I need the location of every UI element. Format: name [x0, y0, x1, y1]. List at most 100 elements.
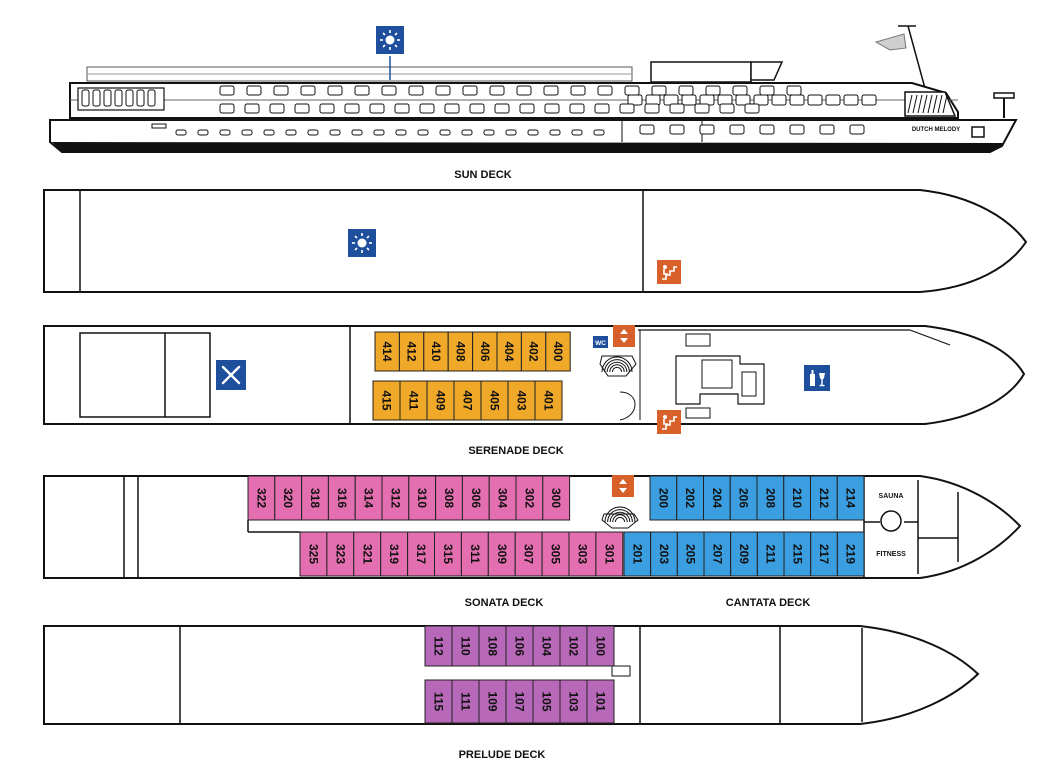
cabin-number: 100 [594, 636, 608, 656]
cabin: 404 [496, 331, 522, 372]
prelude-deck-label: PRELUDE DECK [459, 749, 546, 761]
cabin-number: 408 [453, 341, 467, 361]
cabin: 309 [487, 531, 516, 577]
cabin-number: 104 [540, 636, 554, 656]
cabin-number: 107 [513, 691, 527, 711]
cabin-box [478, 679, 507, 724]
cabin-number: 315 [441, 544, 455, 564]
cabin-number: 303 [575, 544, 589, 564]
cabin-box [559, 625, 588, 667]
cabin: 401 [534, 380, 563, 421]
cabin: 300 [542, 475, 571, 521]
cabin-number: 309 [495, 544, 509, 564]
cabin-box [354, 475, 383, 521]
cabin-number: 414 [380, 341, 394, 361]
cabin: 102 [559, 625, 588, 667]
cabin: 405 [480, 380, 509, 421]
cabin: 400 [545, 331, 571, 372]
cabin-box [729, 475, 758, 521]
cabin-number: 208 [763, 488, 777, 508]
cabin: 105 [532, 679, 561, 724]
cabin-number: 411 [407, 391, 421, 411]
cabin: 210 [783, 475, 811, 521]
cabin-box [514, 531, 543, 577]
cabin: 202 [676, 475, 704, 521]
cabin-number: 412 [405, 341, 419, 361]
cabin-number: 102 [567, 636, 581, 656]
cabin-box [515, 475, 544, 521]
cabin-number: 108 [486, 636, 500, 656]
cabin-box [423, 331, 449, 372]
restaurant-icon [216, 360, 246, 390]
cabin: 325 [299, 531, 328, 577]
cabin: 304 [488, 475, 517, 521]
cabin: 315 [434, 531, 462, 577]
cabin-box [595, 531, 624, 577]
cabin: 110 [451, 625, 480, 667]
cabin-box [380, 531, 409, 577]
cabin-number: 302 [522, 488, 536, 508]
bar-icon [804, 365, 830, 391]
sun-icon [376, 26, 404, 54]
cabin: 323 [326, 531, 355, 577]
cabin-box [434, 531, 462, 577]
cabin: 217 [810, 531, 838, 577]
cabin-number: 321 [360, 544, 374, 564]
cabin-number: 109 [486, 691, 500, 711]
cabin-box [301, 475, 329, 521]
cabin-box [447, 331, 474, 372]
cabin: 319 [380, 531, 409, 577]
cabin-number: 400 [551, 341, 565, 361]
cabin-number: 304 [496, 488, 510, 508]
cabin-number: 215 [790, 544, 804, 564]
cabin: 112 [424, 625, 453, 667]
cabin-box [703, 475, 731, 521]
cabin: 100 [586, 625, 615, 667]
cabin: 316 [327, 475, 356, 521]
fitness-label: FITNESS [876, 551, 906, 558]
cabin: 320 [274, 475, 303, 521]
cabin-box [326, 531, 355, 577]
wc-icon: WC [593, 336, 608, 348]
sun-deck-label: SUN DECK [454, 169, 512, 181]
cabin: 107 [505, 679, 534, 724]
cabin: 108 [478, 625, 507, 667]
cabin: 103 [559, 679, 588, 724]
cabin: 306 [461, 475, 490, 521]
cabin-box [810, 475, 838, 521]
cabin-number: 204 [710, 488, 724, 508]
cabin: 215 [783, 531, 812, 577]
cabin-box [545, 331, 571, 372]
cabin: 203 [650, 531, 678, 577]
cabin-box [327, 475, 356, 521]
cabin-number: 305 [549, 544, 563, 564]
sun-deck-plan [43, 189, 1028, 293]
cabin-number: 410 [429, 341, 443, 361]
stair-lift-icon [657, 260, 681, 284]
cabin-box [756, 531, 785, 577]
cabin-number: 407 [461, 390, 475, 410]
cabin-number: 314 [362, 488, 376, 508]
cabin: 318 [301, 475, 329, 521]
cabin-box [460, 531, 489, 577]
cabin: 406 [472, 331, 498, 372]
cabin: 101 [586, 679, 615, 724]
cabin-number: 307 [522, 544, 536, 564]
cabin-number: 217 [817, 544, 831, 564]
cabin: 415 [372, 380, 401, 421]
serenade-deck-label: SERENADE DECK [468, 445, 563, 457]
cabin-number: 323 [333, 544, 347, 564]
cabin-number: 325 [306, 544, 320, 564]
cabin-number: 310 [415, 488, 429, 508]
cabin-box [487, 531, 516, 577]
cabin-number: 219 [844, 544, 858, 564]
